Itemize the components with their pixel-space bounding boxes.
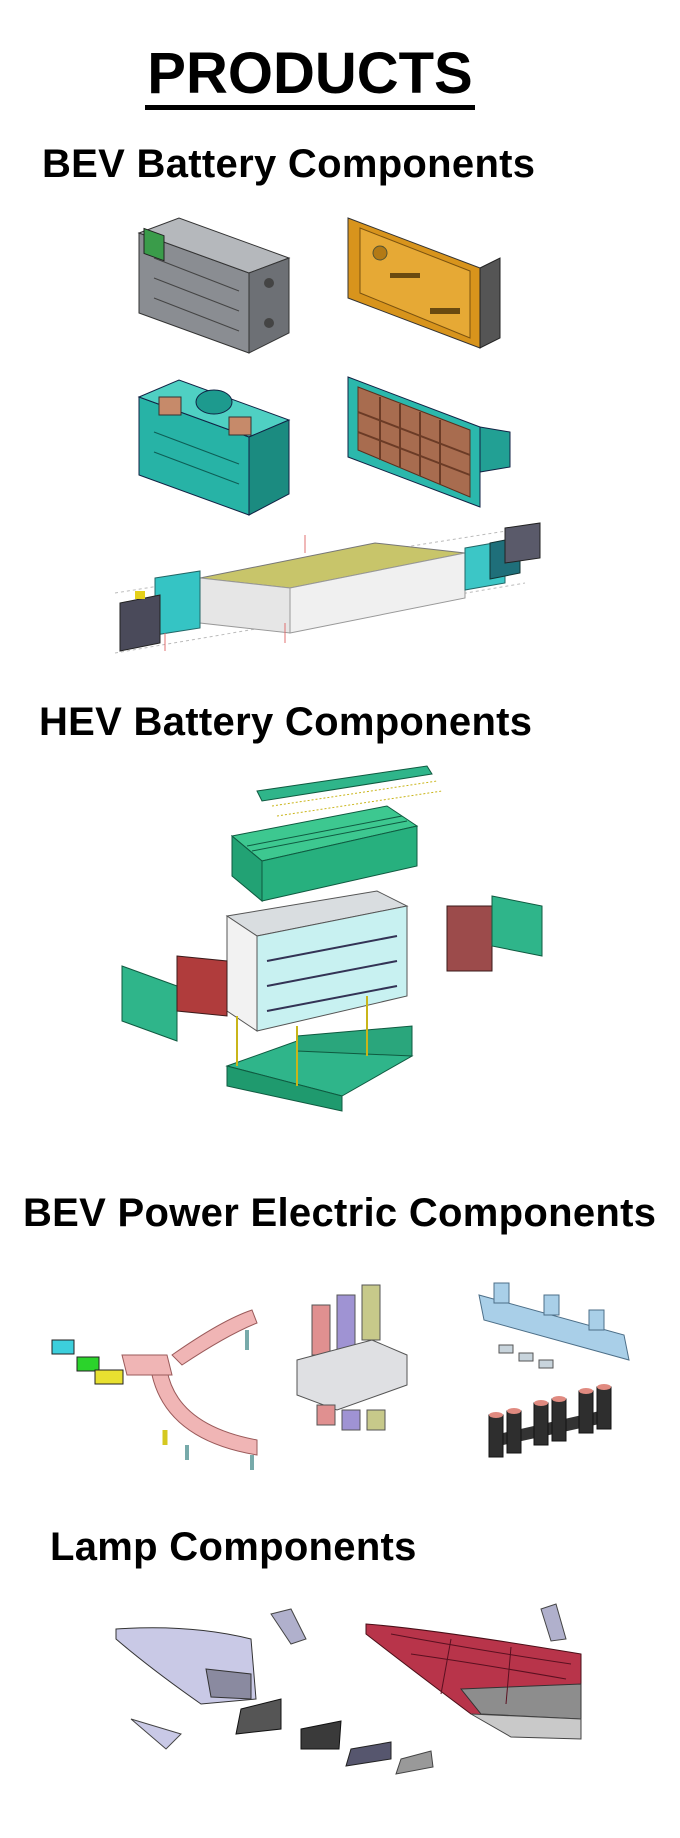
section-heading-bev-power-electric: BEV Power Electric Components	[23, 1191, 657, 1235]
bev-battery-gray-housing-image	[137, 217, 291, 354]
power-bracket-and-standoffs-image	[478, 1282, 630, 1458]
power-busbar-ring-image	[51, 1309, 258, 1470]
bev-battery-exploded-diagram-image	[114, 522, 541, 654]
bev-battery-teal-housing-image	[137, 379, 291, 516]
page-title-text: PRODUCTS	[145, 43, 475, 110]
section-heading-bev-battery: BEV Battery Components	[42, 142, 536, 186]
lamp-components-exploded-image	[115, 1603, 582, 1775]
page-title: PRODUCTS	[0, 40, 620, 110]
hev-battery-exploded-image	[121, 765, 543, 1112]
bev-battery-orange-cover-image	[347, 217, 501, 349]
section-heading-lamp: Lamp Components	[50, 1525, 417, 1569]
power-terminal-connector-image	[296, 1284, 408, 1431]
bev-battery-teal-frame-image	[347, 376, 511, 508]
section-heading-hev-battery: HEV Battery Components	[39, 700, 533, 744]
